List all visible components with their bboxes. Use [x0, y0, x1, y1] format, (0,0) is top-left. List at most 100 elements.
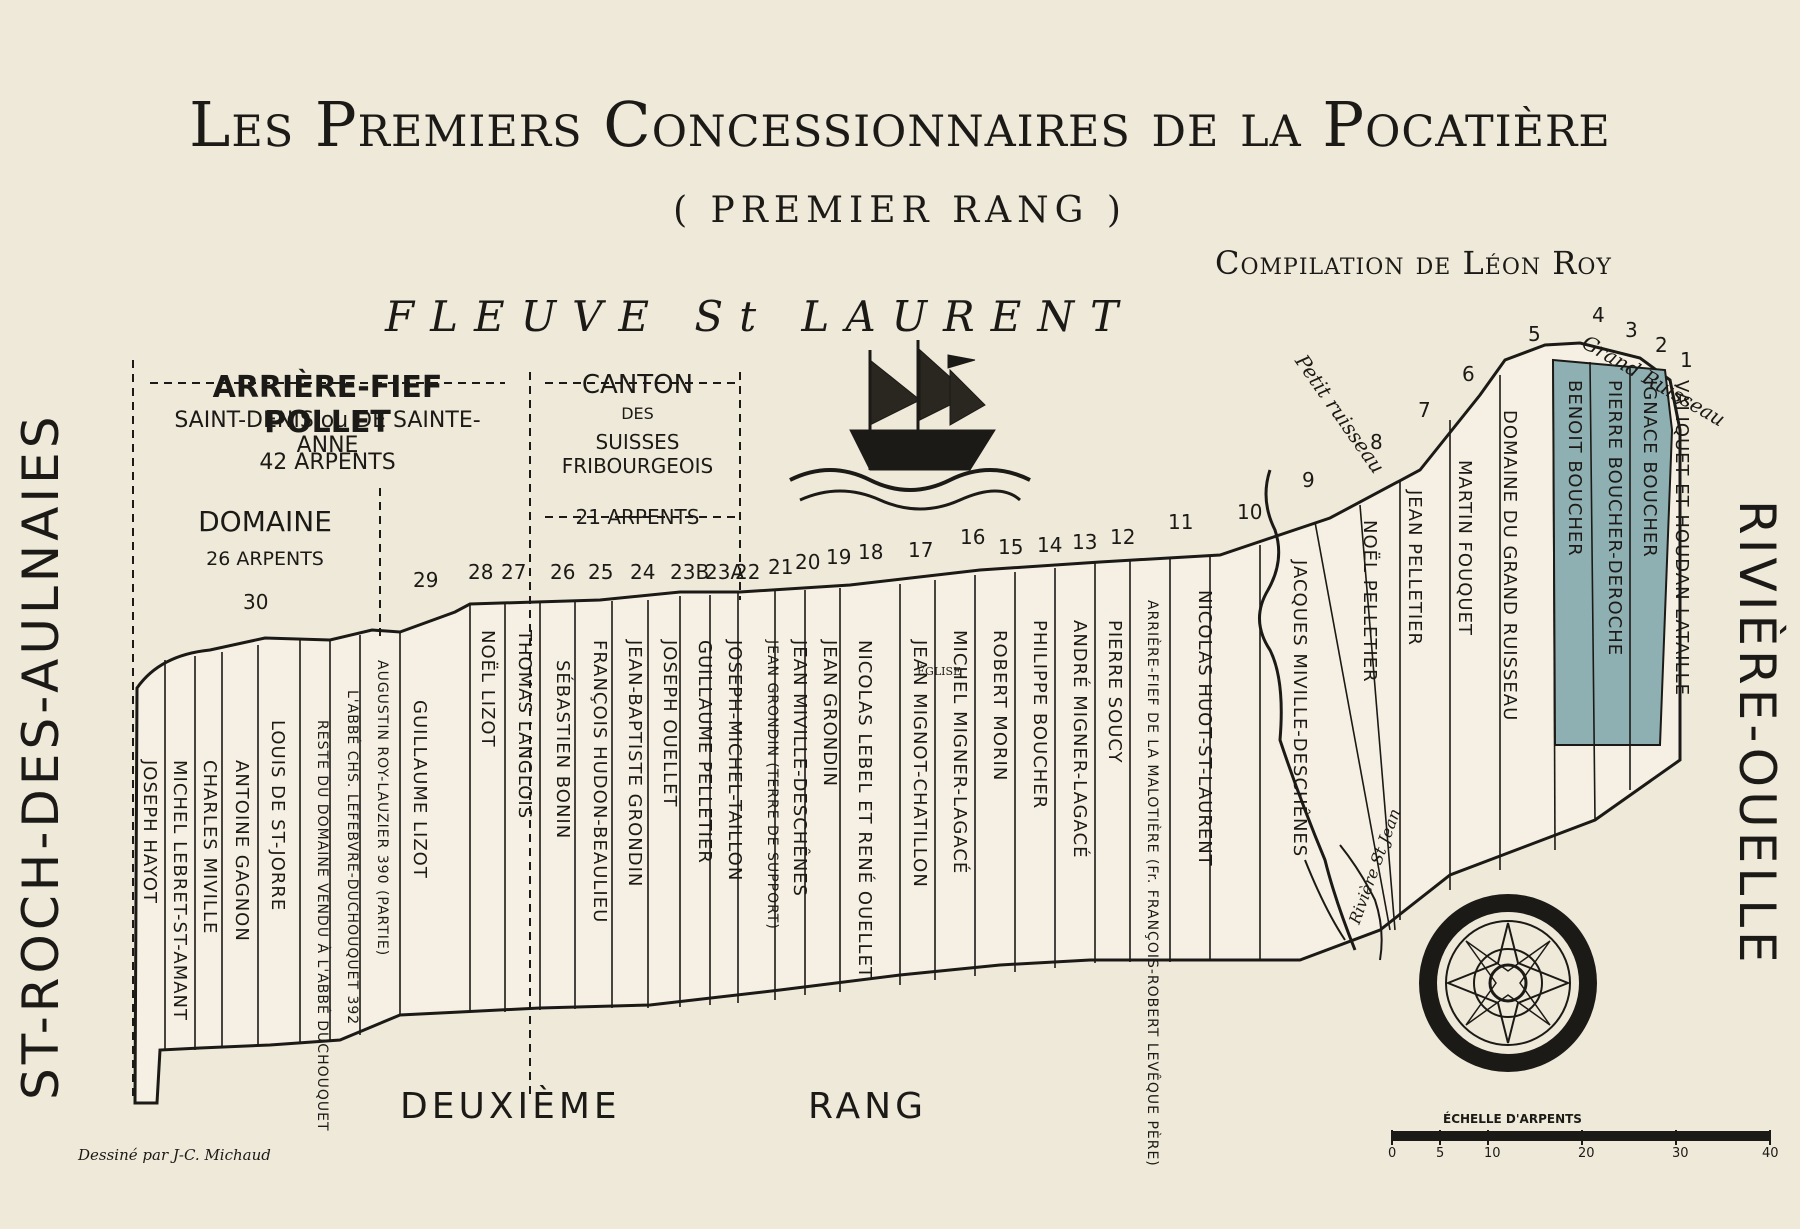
- concession-name: NICOLAS HUOT-ST-LAURENT: [1194, 590, 1215, 867]
- concession-name: MARTIN FOUQUET: [1454, 460, 1475, 636]
- scale-title: ÉCHELLE D'ARPENTS: [1443, 1112, 1582, 1126]
- concession-name: JEAN MIVILLE-DESCHÊNES: [789, 640, 810, 897]
- lot-number: 16: [960, 525, 986, 549]
- header-pollet-arpents: 42 ARPENTS: [259, 450, 396, 475]
- concession-name: JOSEPH HAYOT: [139, 760, 160, 905]
- compass-rose-icon: [1419, 894, 1597, 1072]
- stream-petit-ruisseau: [1258, 469, 1357, 951]
- compilation-credit: Compilation de Léon Roy: [1215, 244, 1612, 282]
- scale-tick-label: 30: [1672, 1146, 1689, 1161]
- scale-tick-label: 0: [1388, 1146, 1397, 1161]
- lot-number: 25: [588, 560, 614, 584]
- lot-number: 7: [1418, 398, 1431, 422]
- concession-name: LOUIS DE ST-JORRE: [267, 720, 288, 912]
- river-label-north: FLEUVE St LAURENT: [385, 292, 1135, 341]
- concession-name: ARRIÈRE-FIEF DE LA MALOTIÈRE (Fr. FRANÇO…: [1144, 600, 1160, 1167]
- header-canton-sub: SUISSES FRIBOURGEOIS: [561, 430, 714, 478]
- concession-name: GUILLAUME LIZOT: [409, 700, 430, 879]
- header-pollet: ARRIÈRE-FIEF POLLET: [212, 370, 443, 440]
- lot-number: 19: [826, 545, 852, 569]
- header-canton: CANTON: [581, 370, 694, 400]
- map-title: Les Premiers Concessionnaires de la Poca…: [189, 88, 1611, 161]
- drawing-credit: Dessiné par J-C. Michaud: [78, 1146, 271, 1164]
- lot-number: 8: [1370, 430, 1383, 454]
- concession-name: NOËL PELLETIER: [1359, 520, 1380, 683]
- south-label-left: DEUXIÈME: [400, 1086, 621, 1127]
- concession-name: JACQUES MIVILLE-DESCHÊNES: [1289, 560, 1310, 858]
- concession-name: NOËL LIZOT: [477, 630, 498, 748]
- lot-number: 15: [998, 535, 1024, 559]
- lot-number: 11: [1168, 510, 1194, 534]
- concession-name: PIERRE BOUCHER-DEROCHE: [1604, 380, 1625, 657]
- concession-name: L'ABBÉ CHS. LEFEBVRE-DUCHOUQUET 392: [344, 690, 360, 1026]
- header-domaine-arpents: 26 ARPENTS: [206, 548, 324, 570]
- lot-number: 29: [413, 568, 439, 592]
- concession-name: VALIQUET ET HOUDAN-LATAILLE: [1671, 380, 1692, 697]
- lot-number: 13: [1072, 530, 1098, 554]
- concession-name: JEAN-BAPTISTE GRONDIN: [624, 640, 645, 888]
- lot-number: 9: [1302, 468, 1315, 492]
- concession-name: NICOLAS LEBEL ET RENÉ OUELLET: [854, 640, 875, 979]
- map-subtitle: ( PREMIER RANG ): [673, 190, 1127, 231]
- scale-tick-label: 20: [1578, 1146, 1595, 1161]
- concession-name: RESTE DU DOMAINE VENDU À L'ABBÉ DUCHOUQU…: [314, 720, 330, 1132]
- eglise-label: ÉGLISE: [917, 665, 962, 678]
- concession-name: AUGUSTIN ROY-LAUZIER 390 (PARTIE): [374, 660, 390, 957]
- concession-name: SÉBASTIEN BONIN: [552, 660, 573, 840]
- lot-number: 28: [468, 560, 494, 584]
- scale-tick-label: 5: [1436, 1146, 1445, 1161]
- lot-number: 14: [1037, 533, 1063, 557]
- stream-grand-ruisseau: [1339, 844, 1383, 961]
- header-domaine: DOMAINE: [198, 505, 332, 538]
- lot-number: 24: [630, 560, 656, 584]
- lot-number: 23B: [670, 560, 710, 584]
- concession-name: THOMAS LANGLOIS: [514, 630, 535, 820]
- concession-outline: [133, 341, 1682, 1105]
- concession-name: JOSEPH-MICHEL-TAILLON: [724, 640, 745, 882]
- lot-number: 26: [550, 560, 576, 584]
- lot-number: 17: [908, 538, 934, 562]
- header-canton-arpents: 21 ARPENTS: [575, 505, 700, 529]
- scale-tick-label: 40: [1762, 1146, 1779, 1161]
- lot-number: 10: [1237, 500, 1263, 524]
- lot-number: 12: [1110, 525, 1136, 549]
- lot-number: 21: [768, 555, 794, 579]
- concession-name: CHARLES MIVILLE: [199, 760, 220, 935]
- concession-name: IGNACE BOUCHER: [1639, 380, 1660, 558]
- scale-bar: [1391, 1130, 1771, 1145]
- lot-number: 30: [243, 590, 269, 614]
- lot-number: 5: [1528, 322, 1541, 346]
- lot-number: 22: [735, 560, 761, 584]
- header-canton-des: DES: [621, 404, 654, 423]
- east-boundary-label: RIVIÈRE-OUELLE: [1728, 500, 1786, 967]
- lot-number: 3: [1625, 318, 1638, 342]
- concession-name: DOMAINE DU GRAND RUISSEAU: [1499, 410, 1520, 722]
- concession-name: JOSEPH OUELLET: [659, 640, 680, 808]
- concession-name: PIERRE SOUCY: [1104, 620, 1125, 764]
- header-pollet-sub: SAINT-DENIS ou DE SAINTE-ANNE: [174, 408, 481, 458]
- concession-name: FRANÇOIS HUDON-BEAULIEU: [589, 640, 610, 924]
- lot-number: 6: [1462, 362, 1475, 386]
- lot-number: 1: [1680, 348, 1693, 372]
- lot-number: 27: [501, 560, 527, 584]
- lot-boundaries: [164, 359, 1631, 1050]
- west-boundary-label: ST-ROCH-DES-AULNAIES: [12, 412, 70, 1101]
- concession-name: PHILIPPE BOUCHER: [1029, 620, 1050, 810]
- lot-number: 20: [795, 550, 821, 574]
- lot-number: 23A: [705, 560, 745, 584]
- lot-number: 18: [858, 540, 884, 564]
- lot-number: 2: [1655, 333, 1668, 357]
- concession-name: ROBERT MORIN: [989, 630, 1010, 782]
- concession-name: MICHEL LEBRET-ST-AMANT: [169, 760, 190, 1022]
- concession-name: ANDRÉ MIGNER-LAGACÉ: [1069, 620, 1090, 859]
- concession-name: BENOIT BOUCHER: [1564, 380, 1585, 557]
- stream-riviere-st-jean: [1304, 859, 1346, 941]
- south-label-right: RANG: [808, 1086, 928, 1127]
- concession-name: ANTOINE GAGNON: [231, 760, 252, 942]
- lot-number: 4: [1592, 303, 1605, 327]
- ship-illustration: [789, 340, 1031, 511]
- concession-name: JEAN GRONDIN: [819, 640, 840, 787]
- scale-tick-label: 10: [1484, 1146, 1501, 1161]
